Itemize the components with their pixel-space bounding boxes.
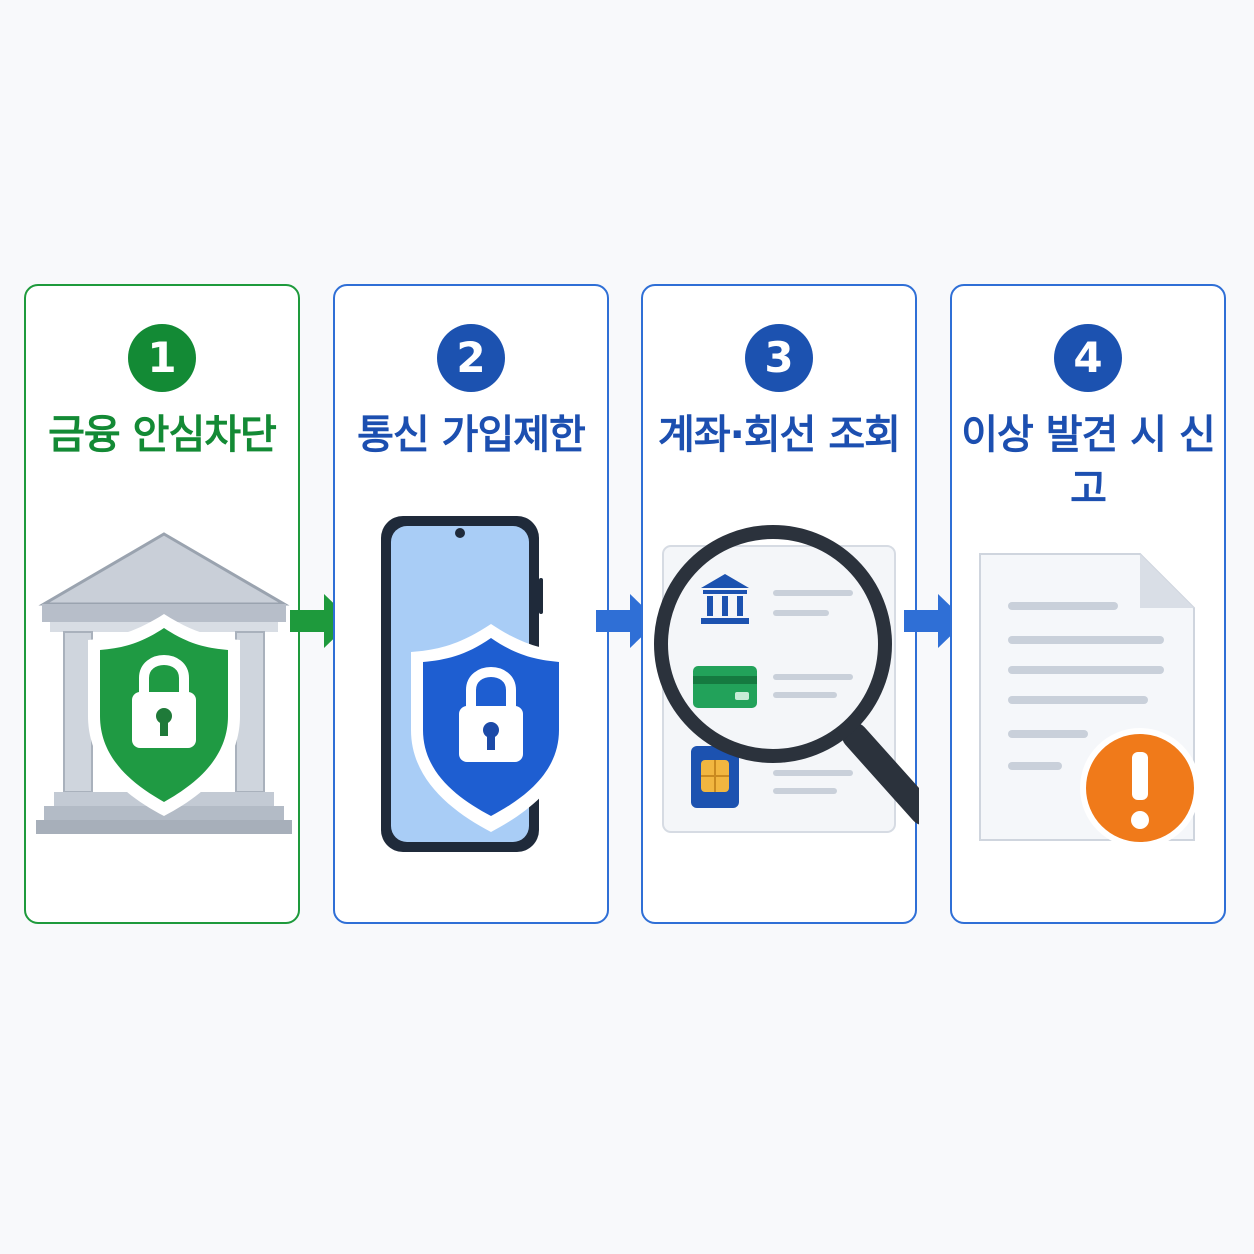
- report-alert-icon: [979, 553, 1200, 848]
- step-card-2: 2 통신 가입제한: [333, 284, 609, 924]
- step-card-4: 4 이상 발견 시 신고: [950, 284, 1226, 924]
- step-number-badge-3: 3: [745, 324, 813, 392]
- magnifier-records-icon: [654, 525, 919, 833]
- step-title-2: 통신 가입제한: [357, 412, 586, 458]
- step-title-1: 금융 안심차단: [48, 412, 277, 458]
- phone-shield-lock-icon: [381, 516, 571, 852]
- step-title-4: 이상 발견 시 신고: [961, 412, 1216, 512]
- step-card-3: 3 계좌·회선 조회: [641, 284, 919, 924]
- step-number-badge-4: 4: [1054, 324, 1122, 392]
- step-number-badge-2: 2: [437, 324, 505, 392]
- bank-shield-lock-icon: [36, 532, 292, 834]
- step-number-badge-1: 1: [128, 324, 196, 392]
- step-card-1: 1 금융 안심차단: [24, 284, 300, 924]
- step-title-3: 계좌·회선 조회: [658, 412, 901, 458]
